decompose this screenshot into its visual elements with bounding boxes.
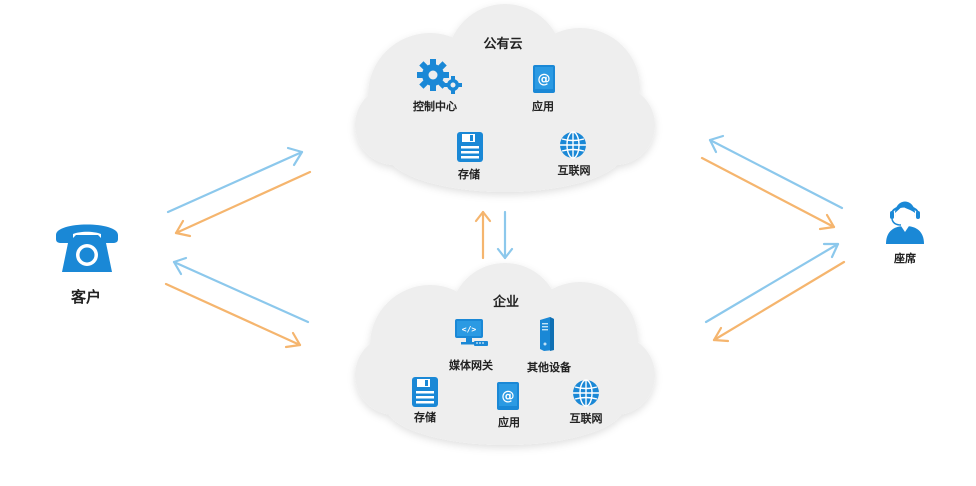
- media-gateway-label: 媒体网关: [449, 359, 493, 372]
- at-book-icon: @: [497, 382, 519, 410]
- at-book-icon: @: [533, 65, 555, 93]
- agent-lower-arrows: [704, 242, 846, 343]
- public-cloud-title: 公有云: [483, 37, 523, 52]
- enterprise-internet-label: 互联网: [569, 412, 603, 425]
- control-center-label: 控制中心: [413, 100, 457, 113]
- agent-label: 座席: [894, 252, 916, 265]
- telephone-icon: [56, 224, 118, 272]
- enterprise-storage-label: 存储: [414, 411, 436, 424]
- floppy-icon: [457, 132, 483, 162]
- storage-label: 存储: [458, 168, 480, 181]
- agent-headset-icon: [886, 201, 924, 244]
- enterprise-title: 企业: [492, 295, 520, 310]
- globe-icon: [560, 131, 586, 159]
- monitor-code-icon: </>: [455, 319, 488, 346]
- other-devices-label: 其他设备: [527, 361, 571, 374]
- public-cloud-shape: [355, 4, 655, 192]
- globe-icon: [573, 379, 599, 407]
- vertical-arrows: [474, 210, 514, 260]
- svg-text:</>: </>: [462, 325, 477, 334]
- app-label: 应用: [532, 100, 554, 113]
- svg-text:@: @: [538, 72, 551, 87]
- customer-lower-arrows: [164, 256, 310, 349]
- server-icon: [540, 317, 554, 351]
- enterprise-app-label: 应用: [498, 416, 520, 429]
- customer-upper-arrows: [166, 146, 312, 238]
- floppy-icon: [412, 377, 438, 407]
- svg-text:@: @: [502, 389, 515, 404]
- customer-label: 客户: [70, 288, 102, 306]
- internet-label: 互联网: [557, 164, 591, 177]
- agent-upper-arrows: [700, 134, 844, 231]
- gears-icon: [417, 59, 462, 94]
